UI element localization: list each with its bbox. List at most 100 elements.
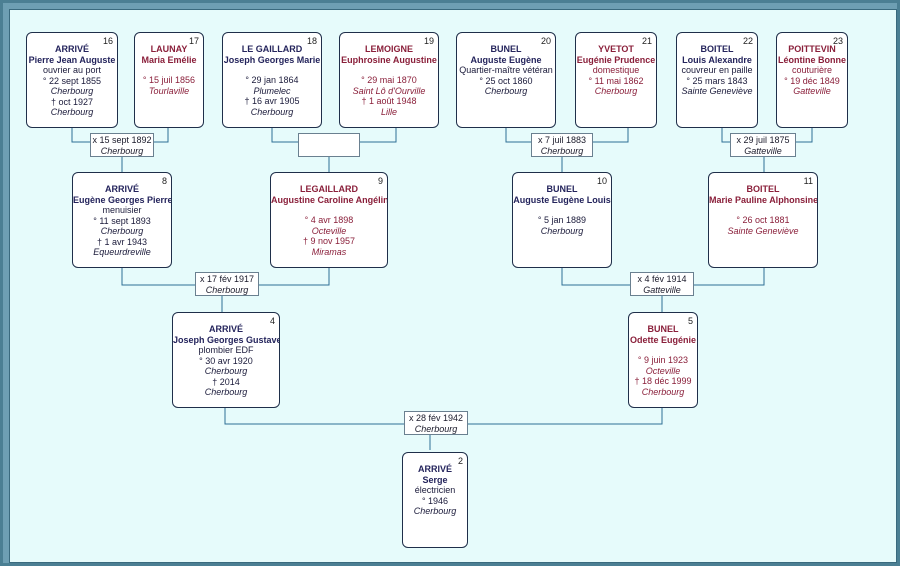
birth-place: Cherbourg <box>100 226 144 236</box>
marriage-place: Gatteville <box>744 145 782 156</box>
surname: ARRIVÉ <box>208 324 243 334</box>
occupation: domestique <box>592 65 640 75</box>
given-name: Pierre Jean Auguste <box>28 54 116 65</box>
given-name: Euphrosine Augustine <box>341 54 437 65</box>
surname: ARRIVÉ <box>104 184 139 194</box>
marriage-date: x 17 fév 1917 <box>199 274 255 284</box>
occupation: ouvrier au port <box>42 65 102 75</box>
death-place: Equeurdreville <box>93 247 151 257</box>
person-card-18[interactable]: 18 LE GAILLARD Joseph Georges Marie ° 29… <box>222 32 322 128</box>
person-card-8[interactable]: 8 ARRIVÉ Eugène Georges Pierre menuisier… <box>72 172 172 268</box>
marriage-box-18-19 <box>298 133 360 157</box>
sosa-number: 22 <box>742 36 753 46</box>
given-name: Maria Emélie <box>141 54 197 65</box>
birth-place: Cherbourg <box>540 225 584 236</box>
birth-place: Cherbourg <box>594 86 638 96</box>
marriage-date: x 29 juil 1875 <box>736 135 790 145</box>
sosa-number: 5 <box>687 316 693 326</box>
marriage-place: Cherbourg <box>205 284 249 295</box>
person-card-19[interactable]: 19 LEMOIGNE Euphrosine Augustine ° 29 ma… <box>339 32 439 128</box>
person-card-11[interactable]: 11 BOITEL Marie Pauline Alphonsine ° 26 … <box>708 172 818 268</box>
occupation: plombier EDF <box>198 345 254 355</box>
given-name: Serge <box>422 474 448 485</box>
person-card-9[interactable]: 9 LEGAILLARD Augustine Caroline Angéline… <box>270 172 388 268</box>
birth-place: Cherbourg <box>413 506 457 516</box>
sosa-number: 10 <box>596 176 607 186</box>
person-card-10[interactable]: 10 BUNEL Auguste Eugène Louis ° 5 jan 18… <box>512 172 612 268</box>
birth-place: Cherbourg <box>484 86 528 96</box>
birth-place: Sainte Geneviève <box>681 86 753 96</box>
surname: BOITEL <box>746 184 780 194</box>
sosa-number: 2 <box>457 456 463 466</box>
occupation: couvreur en paille <box>681 65 753 75</box>
marriage-box-4-5: x 28 fév 1942 Cherbourg <box>404 411 468 435</box>
birth-date: ° 19 déc 1849 <box>784 75 840 86</box>
birth-place: Sainte Geneviève <box>727 225 799 236</box>
surname: ARRIVÉ <box>417 464 452 474</box>
person-card-17[interactable]: 17 LAUNAY Maria Emélie ° 15 juil 1856 To… <box>134 32 204 128</box>
person-card-23[interactable]: 23 POITTEVIN Léontine Bonne couturière °… <box>776 32 848 128</box>
birth-date: ° 30 avr 1920 <box>199 355 253 366</box>
sosa-number: 9 <box>377 176 383 186</box>
person-card-20[interactable]: 20 BUNEL Auguste Eugène Quartier-maître … <box>456 32 556 128</box>
marriage-date: x 28 fév 1942 <box>408 413 464 423</box>
birth-place: Plumelec <box>253 85 291 96</box>
sosa-number: 23 <box>832 36 843 46</box>
death-place: Cherbourg <box>204 387 248 397</box>
death-date: † 16 avr 1905 <box>244 96 300 106</box>
given-name: Joseph Georges Gustave <box>173 334 280 345</box>
birth-date: ° 25 oct 1860 <box>479 75 533 86</box>
given-name: Eugène Georges Pierre <box>73 194 172 205</box>
surname: LE GAILLARD <box>241 44 303 54</box>
marriage-date: x 4 fév 1914 <box>637 274 687 284</box>
death-place: Cherbourg <box>50 107 94 117</box>
death-date: † 2014 <box>212 376 240 387</box>
sosa-number: 17 <box>188 36 199 46</box>
death-date: † 1 avr 1943 <box>96 236 148 247</box>
marriage-box-16-17: x 15 sept 1892 Cherbourg <box>90 133 154 157</box>
occupation: menuisier <box>102 205 142 215</box>
occupation: couturière <box>791 65 833 75</box>
death-date: † 1 août 1948 <box>361 96 417 106</box>
birth-place: Octeville <box>645 365 681 376</box>
given-name: Odette Eugénie <box>629 334 696 345</box>
sosa-number: 19 <box>423 36 434 46</box>
person-card-21[interactable]: 21 YVETOT Eugénie Prudence domestique ° … <box>575 32 657 128</box>
person-card-2[interactable]: 2 ARRIVÉ Serge électricien ° 1946 Cherbo… <box>402 452 468 548</box>
birth-place: Octeville <box>311 225 347 236</box>
marriage-date: x 7 juil 1883 <box>537 135 587 145</box>
surname: ARRIVÉ <box>54 44 89 54</box>
surname: BOITEL <box>700 44 734 54</box>
birth-date: ° 15 juil 1856 <box>142 75 196 85</box>
birth-date: ° 4 avr 1898 <box>304 215 354 225</box>
sosa-number: 18 <box>306 36 317 46</box>
given-name: Eugénie Prudence <box>576 54 656 65</box>
marriage-box-22-23: x 29 juil 1875 Gatteville <box>730 133 796 157</box>
death-place: Lille <box>380 106 397 117</box>
surname: LAUNAY <box>150 44 188 54</box>
sosa-number: 11 <box>803 176 813 186</box>
person-card-22[interactable]: 22 BOITEL Louis Alexandre couvreur en pa… <box>676 32 758 128</box>
surname: LEGAILLARD <box>300 184 358 194</box>
person-card-16[interactable]: 16 ARRIVÉ Pierre Jean Auguste ouvrier au… <box>26 32 118 128</box>
person-card-5[interactable]: 5 BUNEL Odette Eugénie ° 9 juin 1923 Oct… <box>628 312 698 408</box>
sosa-number: 4 <box>269 316 275 326</box>
birth-date: ° 11 sept 1893 <box>93 215 151 226</box>
birth-date: ° 1946 <box>421 495 449 506</box>
death-place: Miramas <box>311 246 347 257</box>
marriage-place: Cherbourg <box>540 145 584 156</box>
family-tree-canvas: 16 ARRIVÉ Pierre Jean Auguste ouvrier au… <box>9 9 897 563</box>
marriage-place: Cherbourg <box>414 423 458 434</box>
sosa-number: 16 <box>102 36 113 46</box>
surname: BUNEL <box>546 184 578 194</box>
birth-place: Tourlaville <box>148 85 190 96</box>
death-date: † 18 déc 1999 <box>634 376 692 386</box>
marriage-box-20-21: x 7 juil 1883 Cherbourg <box>531 133 593 157</box>
birth-place: Gatteville <box>793 86 831 96</box>
given-name: Marie Pauline Alphonsine <box>709 194 818 205</box>
given-name: Auguste Eugène <box>470 54 542 65</box>
birth-date: ° 29 jan 1864 <box>245 75 299 85</box>
birth-date: ° 22 sept 1855 <box>42 75 102 86</box>
person-card-4[interactable]: 4 ARRIVÉ Joseph Georges Gustave plombier… <box>172 312 280 408</box>
